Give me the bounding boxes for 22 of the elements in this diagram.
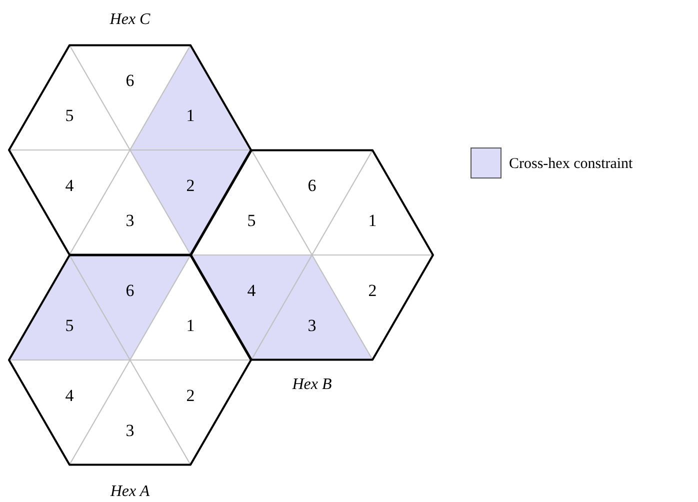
segment-number: 2 xyxy=(186,386,195,405)
segment-number: 2 xyxy=(368,280,377,300)
segment-number: 6 xyxy=(308,176,316,196)
segment-number: 2 xyxy=(186,176,195,195)
hex-label: Hex C xyxy=(110,11,150,28)
segment-number: 3 xyxy=(126,420,134,440)
segment-number: 5 xyxy=(65,106,74,126)
segment-number: 3 xyxy=(308,316,316,335)
hex-label: Hex A xyxy=(110,483,150,500)
segment-number: 5 xyxy=(247,211,256,230)
segment-number: 6 xyxy=(126,71,134,90)
segment-number: 4 xyxy=(65,386,74,405)
segment-number: 1 xyxy=(368,211,377,230)
segment-number: 6 xyxy=(126,281,134,300)
segment-number: 3 xyxy=(126,210,134,230)
hex-label: Hex B xyxy=(292,376,332,393)
segment-number: 1 xyxy=(186,106,195,126)
segment-number: 1 xyxy=(186,316,195,336)
segment-number: 4 xyxy=(65,176,74,195)
legend-text: Cross-hex constraint xyxy=(509,156,633,172)
segment-number: 5 xyxy=(65,316,74,336)
segment-number: 4 xyxy=(247,280,256,300)
